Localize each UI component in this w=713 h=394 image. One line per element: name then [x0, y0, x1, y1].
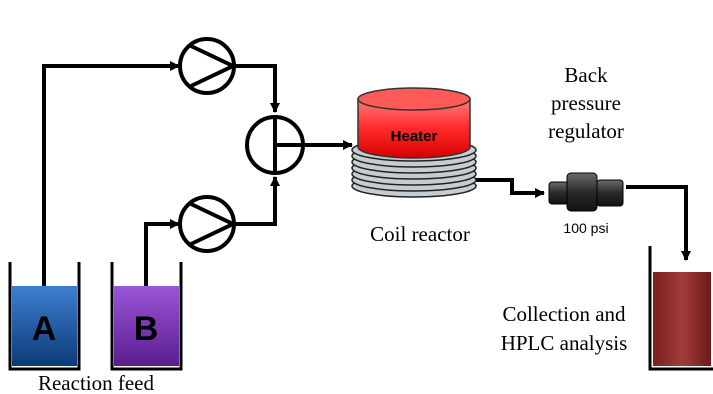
heater-cylinder: Heater [357, 87, 471, 159]
heater-label: Heater [391, 128, 438, 145]
line-bpr-to-collection [626, 185, 691, 261]
collection-vessel [648, 246, 713, 371]
tubing [42, 61, 691, 288]
bpr-label-line3: regulator [548, 119, 624, 143]
pump-1-icon [178, 37, 238, 95]
bpr-pressure-label: 100 psi [563, 220, 608, 236]
bpr-label-line1: Back [564, 63, 608, 87]
reservoir-a: A [8, 262, 81, 371]
coil-reactor: Heater [351, 87, 477, 198]
back-pressure-regulator-icon [548, 172, 624, 212]
reservoir-b: B [110, 262, 183, 371]
reservoir-a-label: A [32, 310, 57, 348]
collection-label-line1: Collection and [502, 302, 626, 326]
line-a-to-pump1 [42, 61, 180, 288]
line-pump2-to-mixer [235, 176, 280, 226]
line-reactor-to-bpr [476, 178, 545, 198]
reservoir-b-label: B [134, 310, 159, 348]
line-b-to-pump2 [144, 219, 180, 288]
collection-label-line2: HPLC analysis [501, 331, 628, 355]
mixer-icon [245, 115, 305, 175]
pump-2-icon [178, 195, 238, 253]
reaction-feed-label: Reaction feed [38, 371, 155, 394]
coil-reactor-label: Coil reactor [370, 222, 470, 246]
bpr-label-line2: pressure [551, 91, 621, 115]
line-pump1-to-mixer [235, 64, 280, 113]
